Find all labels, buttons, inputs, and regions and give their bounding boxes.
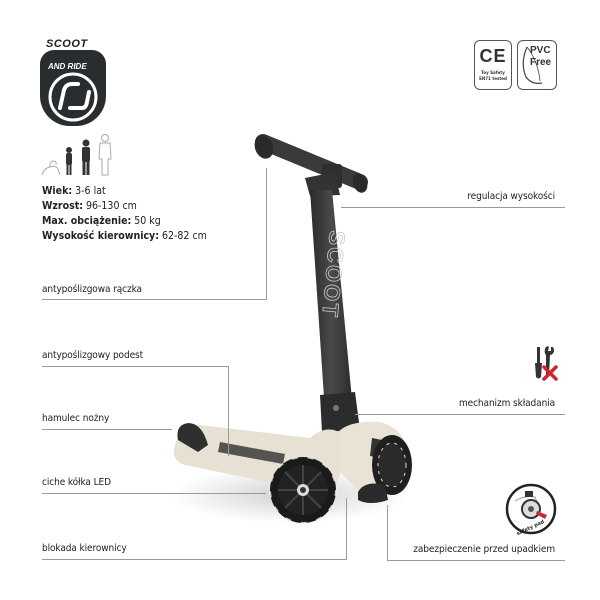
callout-line-grip-vertical xyxy=(266,168,267,300)
scoot-and-ride-logo: SCOOT AND RIDE xyxy=(38,38,108,128)
folding-tools-icon xyxy=(535,346,558,381)
callout-line-brake xyxy=(42,429,172,430)
logo-emblem-icon xyxy=(48,72,98,122)
feature-label-brake: hamulec nożny xyxy=(42,413,110,424)
leaf-icon xyxy=(522,46,543,84)
spec-handlebar-height: Wysokość kierownicy: 62-82 cm xyxy=(42,230,207,242)
feature-label-safety-pad: zabezpieczenie przed upadkiem xyxy=(413,544,555,555)
scooter-image: SCOOT xyxy=(170,134,412,524)
pvc-free-text: PVC Free xyxy=(530,45,552,68)
logo-text-scoot: SCOOT xyxy=(46,38,88,50)
callout-line-led-wheels xyxy=(42,493,266,494)
spec-age: Wiek: 3-6 lat xyxy=(42,185,106,197)
spec-height: Wzrost: 96-130 cm xyxy=(42,200,137,212)
feature-label-led-wheels: ciche kółka LED xyxy=(42,477,111,488)
feature-label-height-adjust: regulacja wysokości xyxy=(467,191,555,202)
callout-line-steering-lock xyxy=(42,559,346,560)
spec-list: Wiek: 3-6 lat Wzrost: 96-130 cm Max. obc… xyxy=(42,184,207,244)
logo-text-and-ride: AND RIDE xyxy=(48,62,87,71)
callout-line-safety-pad xyxy=(387,560,565,561)
ce-subtitle: Toy Safety EN71 tested xyxy=(479,71,507,82)
handlebar xyxy=(254,134,368,196)
logo-badge: AND RIDE xyxy=(40,50,106,126)
pvc-free-badge: PVC Free xyxy=(517,40,557,90)
callout-line-steering-lock-vertical xyxy=(346,498,347,560)
callout-line-height-adjust xyxy=(341,207,565,208)
spec-max-load: Max. obciążenie: 50 kg xyxy=(42,215,161,227)
feature-label-grip: antypoślizgowa rączka xyxy=(42,284,142,295)
callout-line-deck-vertical xyxy=(228,366,229,456)
safety-pad-icon: safety pad xyxy=(505,483,557,535)
feature-label-folding: mechanizm składania xyxy=(458,398,555,409)
callout-line-safety-pad-vertical xyxy=(387,505,388,561)
callout-line-folding xyxy=(355,414,565,415)
callout-line-deck xyxy=(42,366,228,367)
age-silhouettes-icon xyxy=(41,134,112,176)
ce-badge: CE Toy Safety EN71 tested xyxy=(474,40,512,90)
feature-label-deck: antypoślizgowy podest xyxy=(42,350,144,361)
feature-label-steering-lock: blokada kierownicy xyxy=(42,543,127,554)
ce-mark-icon: CE xyxy=(479,46,507,66)
callout-line-grip xyxy=(42,299,266,300)
led-wheel xyxy=(269,456,337,524)
